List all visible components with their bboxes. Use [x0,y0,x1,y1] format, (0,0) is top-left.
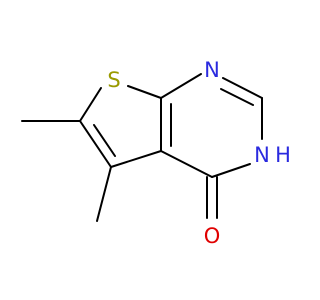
bond-s-c7a [127,85,162,99]
bond-c5-c6 [79,120,112,168]
bond-methyl-c6 [96,166,112,222]
bond-c4-c4a [160,150,213,178]
molecule-structure: S N N H O [21,58,291,248]
bond-n1-c2 [222,77,263,99]
atom-sulfur-label: S [107,68,120,92]
atom-oxygen-label: O [204,224,221,248]
atom-hydrogen-label: H [275,143,291,167]
bond-c5-s [79,87,102,122]
bond-c5-c6-inner [93,124,116,157]
atom-nitrogen-h-label: N [254,143,270,167]
bond-c7a-n1 [160,73,202,99]
bond-c6-c4a [110,150,162,168]
bond-n1-c2-inner [220,88,254,106]
bond-n3-c4 [211,163,251,178]
atom-nitrogen-top-label: N [204,58,220,82]
